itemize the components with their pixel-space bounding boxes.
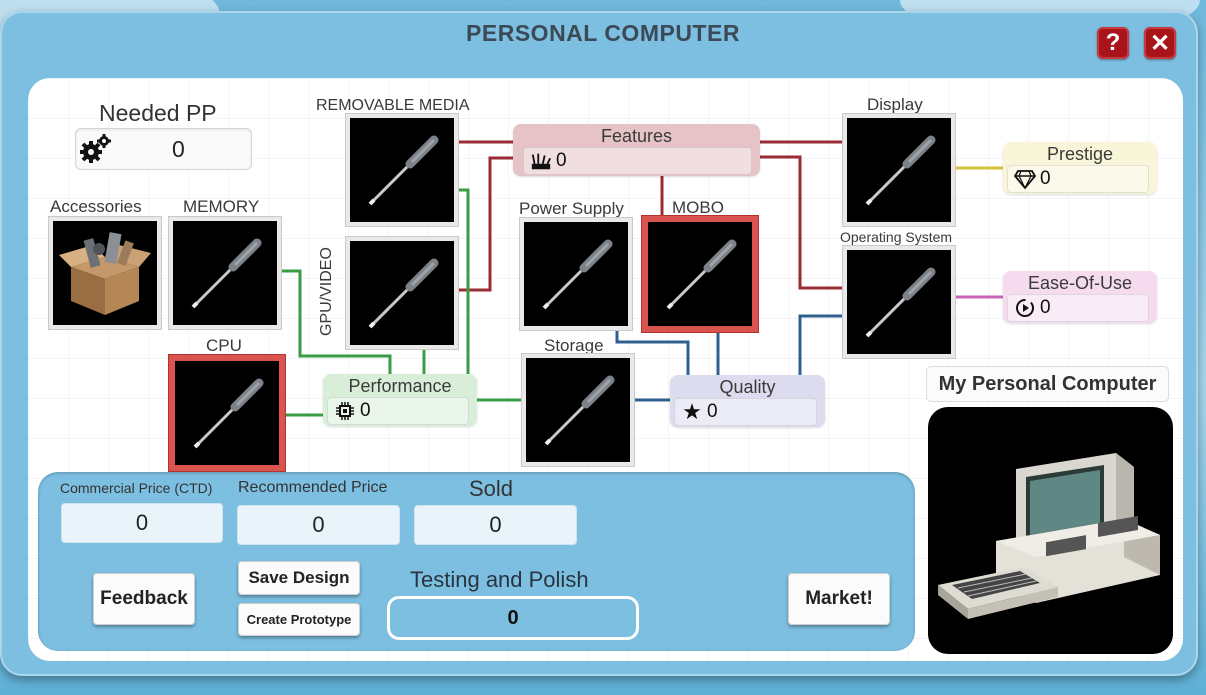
screwdriver-icon: [542, 239, 613, 310]
removable-media-label: REMOVABLE MEDIA: [316, 97, 470, 114]
create-prototype-button[interactable]: Create Prototype: [238, 603, 360, 636]
removable-media-slot[interactable]: [350, 118, 454, 222]
ease-of-use-label: Ease-Of-Use: [1027, 273, 1133, 293]
ease-of-use-value-box: 0: [1007, 294, 1149, 322]
features-icon: [530, 151, 552, 171]
ease-of-use-stat: Ease-Of-Use 0: [1003, 271, 1157, 323]
storage-label: Storage: [544, 336, 604, 355]
screwdriver-icon: [191, 238, 262, 309]
accessories-slot[interactable]: [53, 221, 157, 325]
my-pc-title: My Personal Computer: [927, 367, 1168, 401]
window-title: PERSONAL COMPUTER: [466, 20, 740, 46]
screwdriver-icon: [666, 239, 737, 310]
gpu-video-label: GPU/VIDEO: [318, 247, 335, 336]
quality-value: 0: [707, 401, 718, 422]
market-button[interactable]: Market!: [788, 573, 890, 625]
cpu-label: CPU: [206, 336, 242, 355]
features-label: Features: [600, 126, 673, 146]
chip-icon: [334, 401, 356, 421]
operating-system-slot[interactable]: [847, 250, 951, 354]
testing-polish-field[interactable]: 0: [387, 596, 639, 640]
storage-slot[interactable]: [526, 358, 630, 462]
sold-field: 0: [414, 505, 577, 545]
power-supply-slot[interactable]: [524, 222, 628, 326]
star-icon: ★: [682, 399, 702, 424]
prestige-value-box: 0: [1007, 165, 1149, 193]
performance-value: 0: [360, 400, 371, 421]
power-supply-label: Power Supply: [519, 199, 624, 218]
features-value-box: 0: [523, 147, 752, 175]
performance-value-box: 0: [327, 397, 469, 425]
testing-polish-label: Testing and Polish: [410, 567, 589, 592]
operating-system-label: Operating System: [840, 229, 953, 245]
quality-stat: Quality ★ 0: [670, 375, 825, 427]
performance-stat: Performance 0: [323, 374, 477, 426]
help-button[interactable]: ?: [1097, 27, 1129, 59]
needed-pp-title: Needed PP: [99, 100, 217, 126]
screwdriver-icon: [865, 135, 936, 206]
prestige-stat: Prestige 0: [1003, 142, 1157, 194]
my-pc-preview: [928, 407, 1173, 654]
gpu-video-slot[interactable]: [350, 241, 454, 345]
performance-label: Performance: [348, 376, 452, 396]
mobo-slot[interactable]: [648, 222, 752, 326]
cpu-slot[interactable]: [175, 361, 279, 465]
recommended-price-label: Recommended Price: [238, 479, 388, 496]
diamond-icon: [1014, 169, 1036, 189]
features-value: 0: [556, 150, 567, 171]
quality-value-box: ★ 0: [674, 398, 817, 426]
memory-label: MEMORY: [183, 197, 260, 216]
display-label: Display: [867, 95, 923, 114]
save-design-button[interactable]: Save Design: [238, 561, 360, 595]
accessories-label: Accessories: [50, 197, 142, 216]
commercial-price-label: Commercial Price (CTD): [60, 480, 213, 496]
commercial-price-field[interactable]: 0: [61, 503, 223, 543]
mobo-label: MOBO: [672, 198, 724, 217]
prestige-label: Prestige: [1046, 144, 1114, 164]
needed-pp-value: 0: [172, 136, 185, 162]
screwdriver-icon: [368, 135, 439, 206]
quality-label: Quality: [719, 377, 776, 397]
sold-label: Sold: [469, 476, 514, 501]
computer-image-icon: [938, 453, 1160, 619]
close-button[interactable]: ✕: [1144, 27, 1176, 59]
screwdriver-icon: [368, 258, 439, 329]
screwdriver-icon: [193, 378, 264, 449]
feedback-button[interactable]: Feedback: [93, 573, 195, 625]
box-icon: [59, 232, 151, 315]
screwdriver-icon: [544, 375, 615, 446]
screwdriver-icon: [865, 267, 936, 338]
recommended-price-field: 0: [237, 505, 400, 545]
display-slot[interactable]: [847, 118, 951, 222]
prestige-value: 0: [1040, 168, 1051, 189]
features-stat: Features 0: [513, 124, 760, 176]
gears-icon: [79, 133, 111, 165]
clock-icon: [1014, 298, 1036, 318]
memory-slot[interactable]: [173, 221, 277, 325]
ease-of-use-value: 0: [1040, 297, 1051, 318]
